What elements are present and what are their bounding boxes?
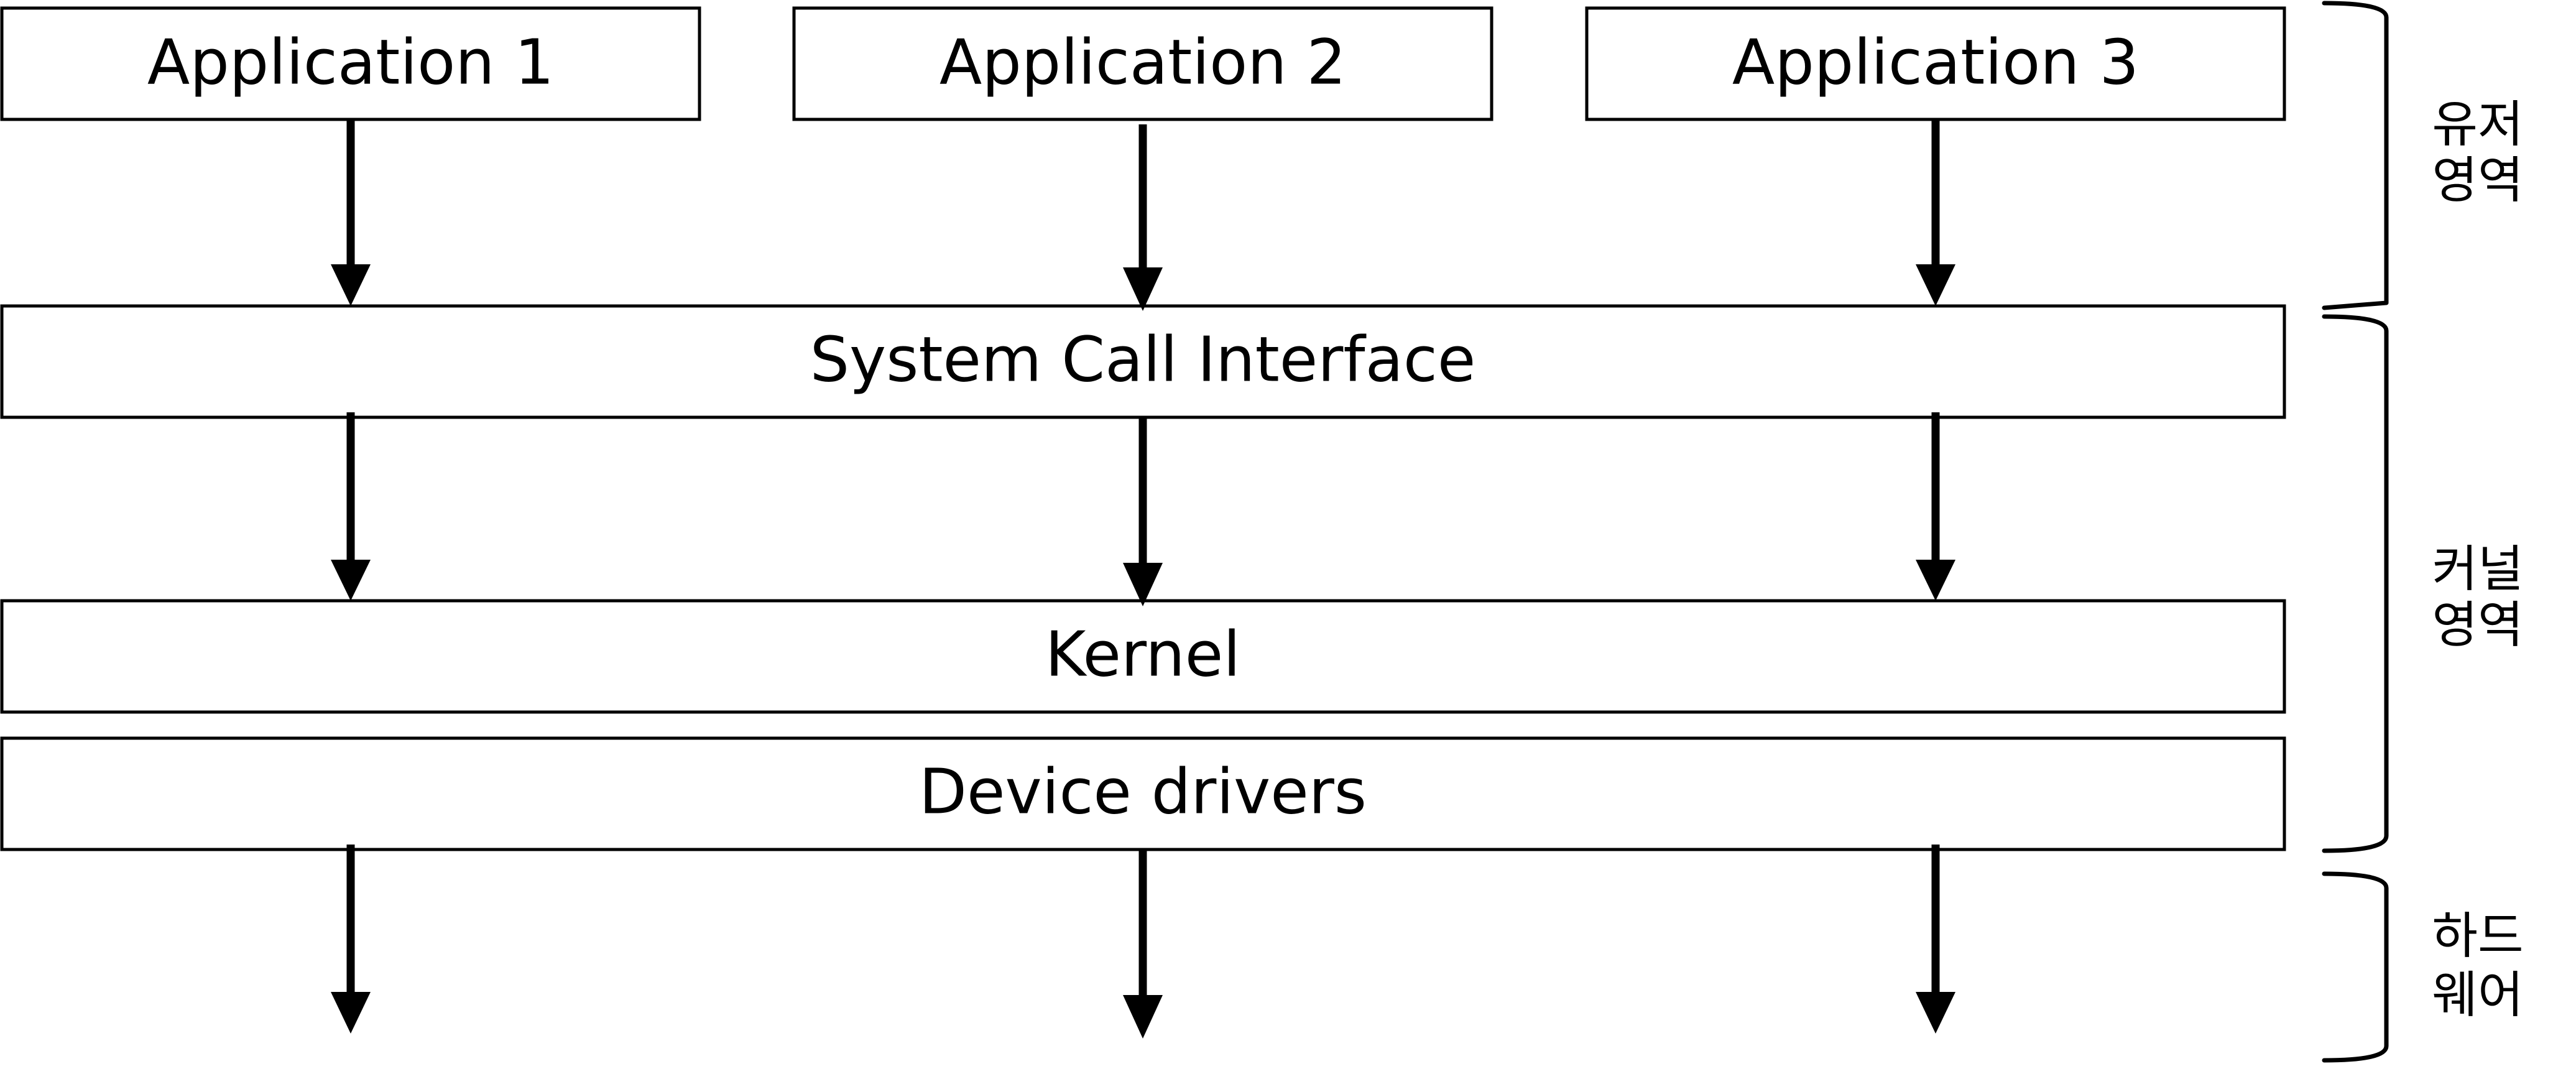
kernel-label: Kernel <box>1045 618 1240 691</box>
hardware-region-label-line1: 하드 <box>2432 907 2523 965</box>
system-call-interface-label: System Call Interface <box>810 323 1476 396</box>
device-drivers-box: Device drivers <box>0 736 2286 851</box>
device-drivers-label: Device drivers <box>919 756 1367 828</box>
arrow-drivers-to-hardware-right <box>1916 845 1955 1034</box>
kernel-box: Kernel <box>0 599 2286 714</box>
application-1-box: Application 1 <box>0 6 701 121</box>
arrow-drivers-to-hardware-left <box>331 845 371 1034</box>
application-3-box: Application 3 <box>1585 6 2286 121</box>
kernel-region-label-line1: 커널 <box>2432 540 2523 598</box>
user-region-label-line1: 유저 <box>2432 96 2523 154</box>
arrow-syscall-to-kernel-center <box>1123 417 1163 606</box>
user-region-label: 유저 영역 <box>2432 96 2523 210</box>
kernel-region-brace <box>2322 314 2389 853</box>
arrow-drivers-to-hardware-center <box>1123 849 1163 1039</box>
arrow-app1-to-syscall <box>331 119 371 306</box>
user-region-label-line2: 영역 <box>2432 152 2523 210</box>
system-call-interface-box: System Call Interface <box>0 304 2286 419</box>
arrow-syscall-to-kernel-right <box>1916 412 1955 601</box>
hardware-region-brace <box>2322 871 2389 1063</box>
arrow-app3-to-syscall <box>1916 119 1955 306</box>
application-3-label: Application 3 <box>1732 26 2139 99</box>
arrow-app2-to-syscall <box>1123 124 1163 311</box>
kernel-region-label: 커널 영역 <box>2432 540 2523 654</box>
arrow-syscall-to-kernel-left <box>331 412 371 601</box>
application-1-label: Application 1 <box>147 26 554 99</box>
hardware-region-label-line2: 웨어 <box>2432 966 2523 1024</box>
hardware-region-label: 하드 웨어 <box>2432 907 2523 1024</box>
user-region-brace <box>2322 1 2389 310</box>
application-2-box: Application 2 <box>792 6 1493 121</box>
application-2-label: Application 2 <box>939 26 1346 99</box>
kernel-region-label-line2: 영역 <box>2432 596 2523 654</box>
